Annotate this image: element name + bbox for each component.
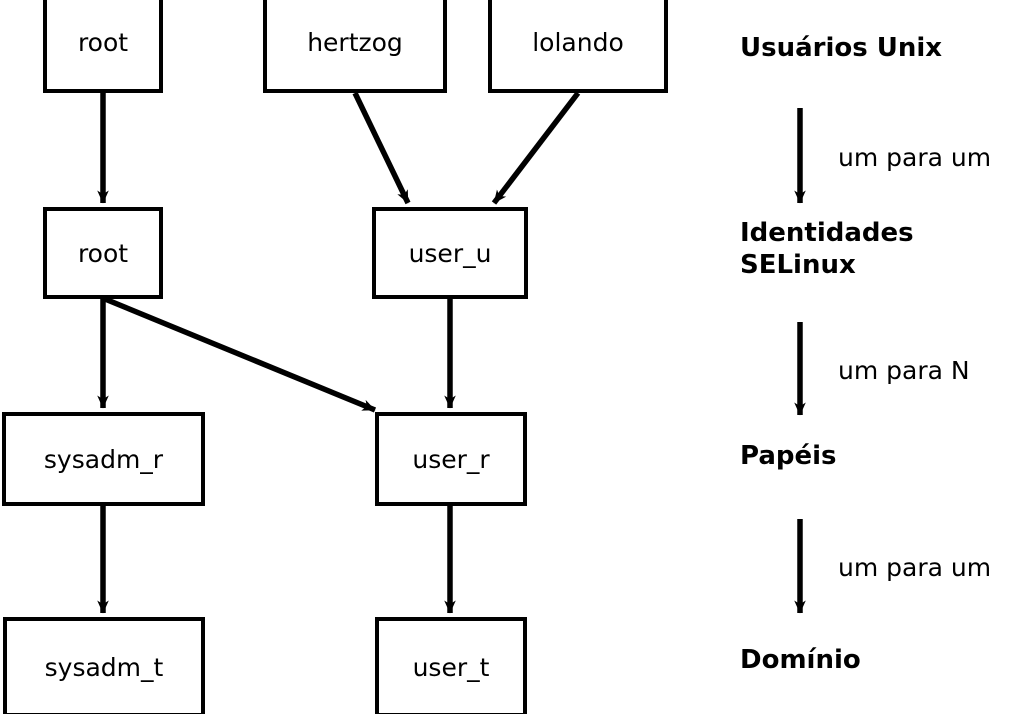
node-selinux_user_u[interactable]: user_u [372, 207, 528, 299]
legend-heading-level-domain: Domínio [740, 645, 861, 675]
node-label-domain_user_t: user_t [412, 652, 490, 682]
legend-label-relation-users-to-identities: um para um [838, 143, 992, 172]
node-role_sysadm_r[interactable]: sysadm_r [2, 412, 205, 506]
node-label-role_user_r: user_r [412, 444, 490, 474]
edge-lolando-to-user-u [491, 91, 581, 205]
legend-label-relation-roles-to-domain: um para um [838, 553, 992, 582]
legend-heading-level-selinux-identity: Identidades SELinux [740, 218, 914, 280]
node-label-unix_lolando: lolando [532, 27, 624, 57]
node-label-domain_sysadm_t: sysadm_t [44, 652, 164, 682]
node-unix_hertzog[interactable]: hertzog [263, 0, 447, 93]
node-label-unix_root: root [77, 27, 129, 57]
node-domain_user_t[interactable]: user_t [375, 617, 527, 714]
node-label-role_sysadm_r: sysadm_r [43, 444, 164, 474]
node-unix_root[interactable]: root [43, 0, 163, 93]
node-label-selinux_root: root [77, 238, 129, 268]
legend-heading-level-roles: Papéis [740, 441, 837, 471]
legend-label-relation-identities-to-roles: um para N [838, 356, 970, 385]
node-label-selinux_user_u: user_u [408, 238, 492, 268]
edge-hertzog-to-user-u [352, 91, 411, 205]
node-domain_sysadm_t[interactable]: sysadm_t [3, 617, 205, 714]
node-selinux_root[interactable]: root [43, 207, 163, 299]
edge-selinux-root-to-user-r [103, 296, 377, 413]
legend-heading-level-unix-users: Usuários Unix [740, 33, 943, 63]
node-unix_lolando[interactable]: lolando [488, 0, 668, 93]
node-role_user_r[interactable]: user_r [375, 412, 527, 506]
node-label-unix_hertzog: hertzog [307, 27, 403, 57]
